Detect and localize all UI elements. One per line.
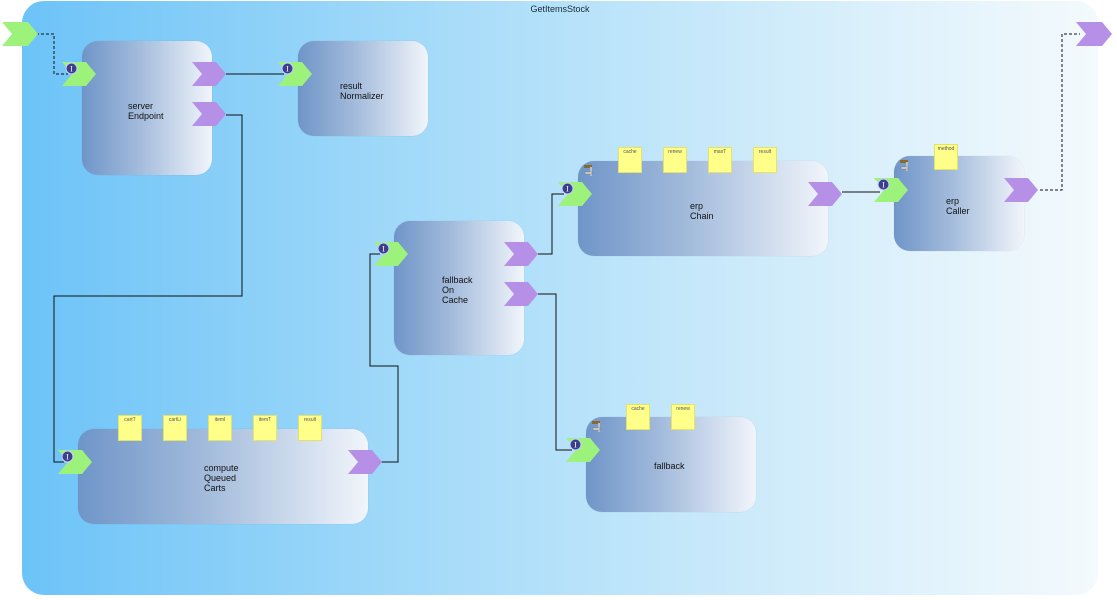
output-port[interactable] [504,282,538,306]
flow-title: GetItemsStock [530,4,590,14]
note[interactable]: itemI [208,415,232,441]
output-port[interactable] [192,102,226,126]
node-erp-caller[interactable]: erp Caller [894,156,1024,251]
note[interactable]: cache [618,147,642,173]
node-label: fallback [654,461,685,471]
note[interactable]: renew [671,404,695,430]
hammer-icon [584,165,593,176]
note[interactable]: method [934,144,958,170]
node-label: result Normalizer [340,81,384,101]
hammer-icon [592,421,601,432]
wire-flow-out [1040,33,1080,191]
node-label: erp Caller [946,196,970,216]
node-label: server Endpoint [128,101,164,121]
badge-letter: I [574,441,577,450]
input-info-badge[interactable]: I [61,450,74,463]
wire-fallbackoncache-to-erpchain [538,193,564,255]
input-info-badge[interactable]: I [877,178,890,191]
note[interactable]: maxT [708,147,732,173]
node-label: compute Queued Carts [204,463,239,493]
output-port[interactable] [192,62,226,86]
input-info-badge[interactable]: I [561,182,574,195]
note[interactable]: itemT [253,415,277,441]
wire-endpoint-to-compute [53,114,243,463]
badge-letter: I [382,245,385,254]
flow-input-port[interactable] [2,22,38,46]
input-info-badge[interactable]: I [569,438,582,451]
output-port[interactable] [808,182,842,206]
badge-letter: I [66,453,69,462]
node-fallback[interactable]: fallback [586,417,756,512]
node-erp-chain[interactable]: erp Chain [578,161,828,256]
badge-letter: I [286,65,289,74]
output-port[interactable] [348,450,382,474]
badge-letter: I [70,65,73,74]
node-label: fallback On Cache [442,275,473,305]
note[interactable]: cartT [118,415,142,441]
input-info-badge[interactable]: I [281,62,294,75]
hammer-icon [900,160,909,171]
output-port[interactable] [504,242,538,266]
note[interactable]: renew [663,147,687,173]
flow-output-port[interactable] [1076,22,1112,46]
node-compute-queued-carts[interactable]: compute Queued Carts [78,429,368,524]
note[interactable]: cartLi [163,415,187,441]
wire-fallbackoncache-to-fallback [538,293,572,451]
output-port[interactable] [1004,178,1038,202]
node-result-normalizer[interactable]: result Normalizer [298,41,428,136]
wire-compute-to-fallbackoncache [369,253,399,463]
note[interactable]: cache [626,404,650,430]
badge-letter: I [566,185,569,194]
note[interactable]: result [753,147,777,173]
node-fallback-on-cache[interactable]: fallback On Cache [394,221,524,355]
input-info-badge[interactable]: I [377,242,390,255]
input-info-badge[interactable]: I [65,62,78,75]
badge-letter: I [882,181,885,190]
node-label: erp Chain [690,201,714,221]
note[interactable]: result [298,415,322,441]
node-server-endpoint[interactable]: server Endpoint [82,41,212,175]
wire-flow-in [36,33,68,75]
